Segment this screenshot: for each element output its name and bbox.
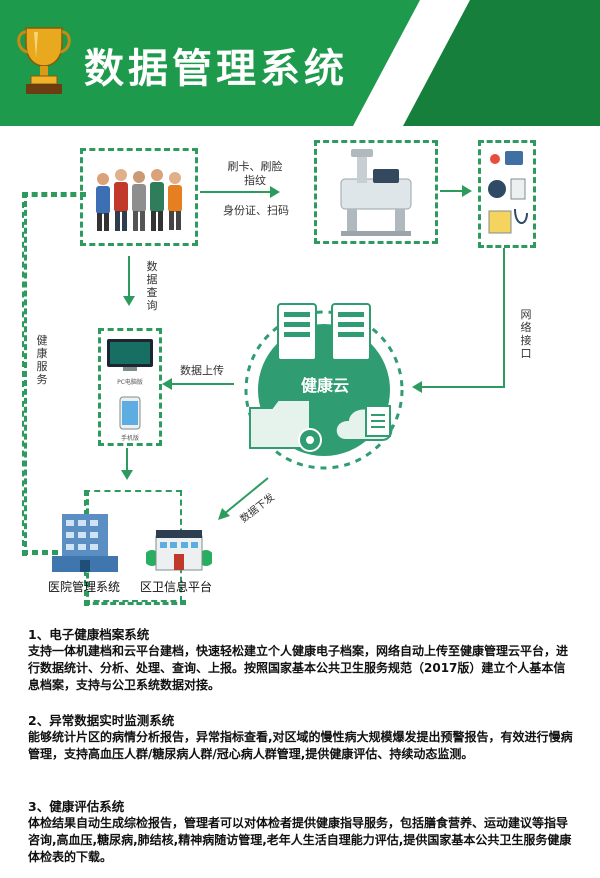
terminal-box: PC电脑版 手机版 xyxy=(98,328,162,446)
phone-label: 手机版 xyxy=(120,435,139,442)
arrow-line xyxy=(128,256,130,300)
edge-label-network: 网络接口 xyxy=(520,308,532,360)
section-body: 体检结果自动生成综检报告，管理者可以对体检者提供健康指导服务，包括膳食营养、运动… xyxy=(28,816,572,864)
health-kiosk-icon xyxy=(340,149,412,236)
section-title: 3、健康评估系统 xyxy=(28,799,125,814)
edge-label-health-service: 健康服务 xyxy=(36,334,48,386)
section-title: 1、电子健康档案系统 xyxy=(28,627,150,642)
arrow-line xyxy=(420,386,505,388)
medical-icons xyxy=(488,151,528,234)
hospital-label: 医院管理系统 xyxy=(48,580,121,594)
arrow-head-right xyxy=(270,186,280,198)
arrow-line xyxy=(170,383,234,385)
section-monitoring: 2、异常数据实时监测系统 能够统计片区的病情分析报告，异常指标查看,对区域的慢性… xyxy=(28,712,576,763)
edge-label-upload: 数据上传 xyxy=(180,364,224,377)
pc-label: PC电脑版 xyxy=(117,379,143,386)
community-clinic-icon xyxy=(146,530,212,571)
section-assessment: 3、健康评估系统 体检结果自动生成综检报告，管理者可以对体检者提供健康指导服务，… xyxy=(28,798,576,866)
health-cloud-icon xyxy=(244,303,404,470)
community-label: 区卫信息平台 xyxy=(140,580,213,594)
trophy-icon xyxy=(17,27,71,94)
section-title: 2、异常数据实时监测系统 xyxy=(28,713,175,728)
edge-label-swipe: 刷卡、刷脸 指纹 xyxy=(227,160,283,187)
header-banner: 数据管理系统 xyxy=(0,0,600,126)
arrow-line xyxy=(440,190,466,192)
dispatch-arrow xyxy=(218,477,269,520)
arrow-head-right xyxy=(462,185,472,197)
kiosk-box xyxy=(314,140,438,244)
arrow-line xyxy=(503,248,505,388)
arrow-head-down xyxy=(121,470,133,480)
arrow-head-left xyxy=(412,381,422,393)
arrow-line xyxy=(200,191,274,193)
edge-label-query: 数据查询 xyxy=(146,260,158,312)
arrow-line xyxy=(126,448,128,474)
section-body: 支持一体机建档和云平台建档，快速轻松建立个人健康电子档案，网络自动上传至健康管理… xyxy=(28,644,569,692)
arrow-head-down xyxy=(123,296,135,306)
dashed-line xyxy=(22,550,58,555)
users-box xyxy=(80,148,198,246)
dashed-line xyxy=(22,192,86,197)
arrow-head-left xyxy=(162,378,172,390)
section-body: 能够统计片区的病情分析报告，异常指标查看,对区域的慢性病大规模爆发提出预警报告，… xyxy=(28,730,573,761)
page-title: 数据管理系统 xyxy=(84,46,348,92)
cloud-label: 健康云 xyxy=(301,376,350,395)
devices-icon xyxy=(107,339,153,430)
edge-label-id: 身份证、扫码 xyxy=(223,204,289,217)
dashed-line xyxy=(84,600,186,605)
flow-diagram: 刷卡、刷脸 指纹 身份证、扫码 网络接口 数据查询 PC电脑版 手机版 数据上传 xyxy=(0,126,600,616)
section-ehr: 1、电子健康档案系统 支持一体机建档和云平台建档，快速轻松建立个人健康电子档案，… xyxy=(28,626,576,694)
medical-devices-box xyxy=(478,140,536,248)
hospital-icon xyxy=(52,514,118,572)
dashed-line xyxy=(22,192,27,556)
people-group-icon xyxy=(96,169,182,231)
